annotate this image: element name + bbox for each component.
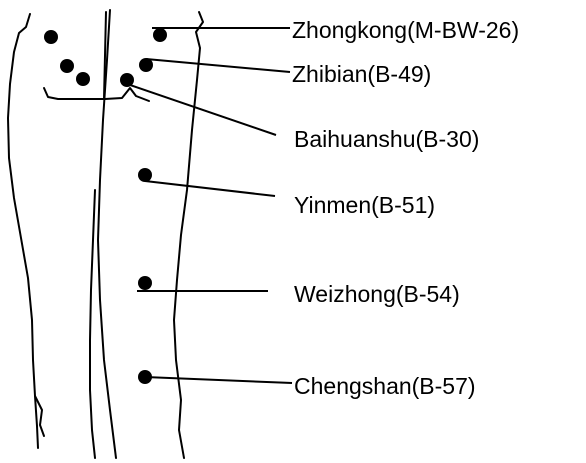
label-baihuanshu: Baihuanshu(B-30) bbox=[294, 126, 479, 152]
label-weizhong: Weizhong(B-54) bbox=[294, 281, 460, 307]
right-leg-outer-contour bbox=[173, 11, 204, 459]
label-zhibian: Zhibian(B-49) bbox=[292, 61, 431, 87]
label-zhongkong: Zhongkong(M-BW-26) bbox=[292, 17, 519, 43]
acupoint-dot bbox=[138, 168, 152, 182]
acupoint-dot bbox=[153, 28, 167, 42]
gluteal-fold-left bbox=[43, 87, 106, 100]
right-leg-inner-contour bbox=[97, 9, 117, 459]
acupoint-dot bbox=[60, 59, 74, 73]
label-chengshan: Chengshan(B-57) bbox=[294, 373, 476, 399]
gluteal-fold-right bbox=[104, 87, 150, 102]
left-leg-outer-lower bbox=[34, 395, 45, 437]
leader-line-yinmen bbox=[144, 180, 276, 197]
left-leg-outer-contour bbox=[7, 13, 39, 449]
acupoint-dot bbox=[120, 73, 134, 87]
leader-line-chengshan bbox=[144, 376, 293, 384]
leader-lines bbox=[126, 27, 293, 384]
acupoint-dot bbox=[44, 30, 58, 44]
leader-line-baihuanshu bbox=[126, 83, 277, 136]
legs-outline bbox=[7, 9, 204, 459]
acupoint-dot bbox=[139, 58, 153, 72]
acupoint-dot bbox=[138, 276, 152, 290]
midline bbox=[103, 11, 107, 100]
acupoint-dot bbox=[76, 72, 90, 86]
left-leg-inner-contour bbox=[89, 189, 96, 459]
leader-line-zhibian bbox=[145, 58, 291, 73]
label-yinmen: Yinmen(B-51) bbox=[294, 192, 435, 218]
labels: Zhongkong(M-BW-26) Zhibian(B-49) Baihuan… bbox=[292, 17, 519, 399]
